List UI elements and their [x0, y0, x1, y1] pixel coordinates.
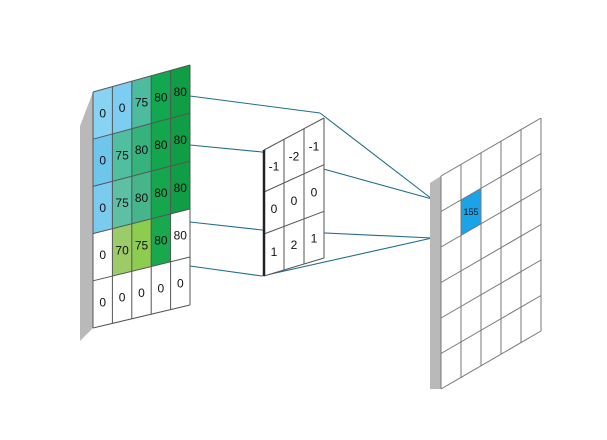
input-cell-value: 80 [174, 85, 188, 99]
input-cell [112, 176, 132, 229]
input-cell-value: 0 [119, 291, 126, 305]
input-cell [131, 123, 152, 177]
input-cell [151, 213, 171, 267]
connector-line [319, 112, 433, 200]
connector-line [189, 95, 321, 114]
input-cell [170, 257, 190, 310]
connector-line [189, 221, 263, 231]
input-cell [93, 86, 113, 140]
kernel-grid-row-line [263, 164, 325, 193]
connector-line [261, 237, 433, 277]
input-cell-value: 75 [115, 196, 129, 210]
output-highlight-cell [461, 188, 481, 236]
input-cell [93, 228, 113, 281]
kernel-cell-value: 0 [291, 194, 298, 208]
input-cell-value: 80 [135, 143, 149, 157]
input-cell-value: 0 [99, 106, 106, 120]
input-cell [151, 118, 171, 172]
input-cell-value: 75 [115, 148, 129, 162]
input-cell [170, 209, 190, 262]
input-grid-row-line [92, 208, 191, 235]
input-cell-value: 80 [154, 186, 168, 200]
output-grid-row-line [440, 224, 542, 283]
kernel-grid-row-line [263, 117, 325, 151]
kernel-frame-face [264, 118, 324, 276]
input-frame-side [80, 92, 93, 341]
input-cell-value: 80 [154, 138, 168, 152]
input-cell-value: 0 [99, 295, 106, 309]
input-cell-value: 80 [174, 133, 188, 147]
input-grid-row-line [92, 112, 191, 140]
input-cell [131, 266, 152, 319]
input-cell-value: 80 [174, 181, 188, 195]
kernel-cell-value: -1 [309, 140, 320, 154]
input-cell [112, 81, 132, 134]
input-cell [93, 181, 113, 234]
input-cell [131, 75, 152, 129]
input-cell-value: 80 [154, 234, 168, 248]
input-cell [93, 276, 113, 328]
input-cell [112, 128, 132, 182]
kernel-cell-value: 2 [291, 238, 298, 252]
input-cell-value: 75 [135, 238, 149, 252]
input-cell [170, 161, 190, 214]
input-cell [93, 133, 113, 187]
output-grid-row-line [440, 117, 542, 177]
input-cell-value: 0 [99, 154, 106, 168]
input-cell-value: 75 [135, 96, 149, 110]
kernel-cell-value: 1 [271, 245, 278, 259]
input-cell-value: 70 [115, 243, 129, 257]
output-matrix-panel: 155 [430, 117, 542, 390]
input-cell [112, 271, 132, 324]
output-grid-row-line [440, 259, 542, 319]
input-grid-row-line [92, 256, 191, 282]
input-grid-row-line [92, 64, 191, 93]
input-cell [170, 65, 190, 119]
kernel-cell-value: 0 [311, 185, 318, 199]
input-cell-value: 80 [154, 90, 168, 104]
kernel-cell-value: 1 [311, 231, 318, 245]
input-cell [151, 70, 171, 124]
input-cell [131, 171, 152, 224]
input-cell-value: 0 [99, 201, 106, 215]
input-cell-value: 0 [99, 248, 106, 262]
kernel-grid-row-line [263, 257, 325, 277]
kernel-cell-value: 0 [271, 202, 278, 216]
output-grid-row-line [440, 330, 542, 390]
connector-line [189, 265, 263, 277]
input-cell [151, 166, 171, 219]
input-cell-value: 80 [174, 229, 188, 243]
output-grid-row-line [440, 295, 542, 354]
output-frame-side [430, 176, 441, 389]
input-cell-value: 80 [135, 191, 149, 205]
output-grid-row-line [440, 153, 542, 212]
input-cell-value: 0 [138, 286, 145, 300]
input-cell [151, 261, 171, 315]
input-cell [131, 218, 152, 272]
input-cell-value: 0 [158, 281, 165, 295]
input-grid-row-line [92, 160, 191, 187]
input-cell-value: 0 [177, 277, 184, 291]
input-cell [112, 223, 132, 277]
connector-line [189, 144, 263, 153]
kernel-grid-row-line [263, 210, 325, 235]
input-cell-value: 0 [119, 101, 126, 115]
kernel-cell-value: -2 [289, 149, 300, 163]
kernel-cell-value: -1 [269, 159, 280, 173]
input-grid-row-line [92, 304, 191, 329]
input-cell [170, 113, 190, 167]
output-cell-value: 155 [463, 207, 478, 217]
output-grid-row-line [440, 188, 542, 248]
